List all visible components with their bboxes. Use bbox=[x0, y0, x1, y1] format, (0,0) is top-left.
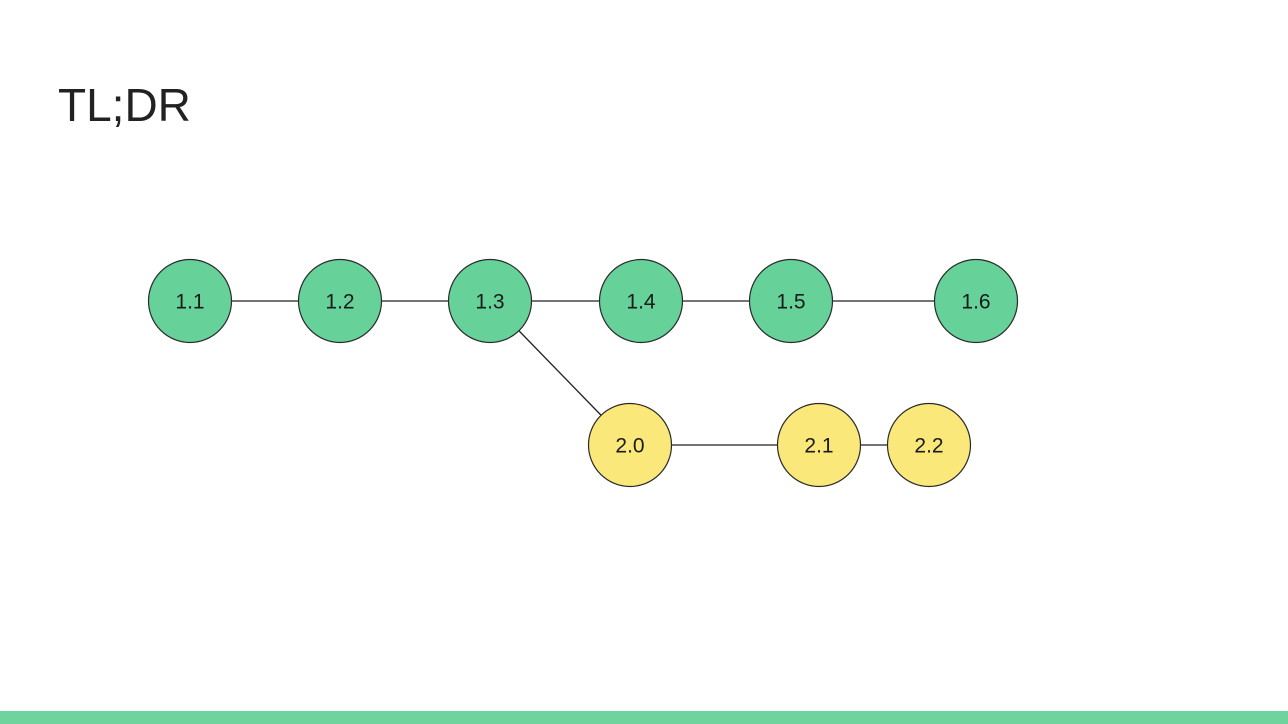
node-circle bbox=[297, 258, 383, 344]
edges-layer bbox=[231, 300, 935, 446]
node-1-5: 1.5 bbox=[748, 258, 834, 344]
node-circle bbox=[933, 258, 1019, 344]
node-label: 1.2 bbox=[325, 291, 354, 314]
node-label: 1.1 bbox=[175, 291, 204, 314]
node-circle bbox=[587, 402, 673, 488]
edge-n13-n20 bbox=[518, 330, 602, 416]
node-circle bbox=[598, 258, 684, 344]
node-2-1: 2.1 bbox=[776, 402, 862, 488]
node-label: 1.3 bbox=[475, 291, 504, 314]
node-label: 2.0 bbox=[615, 435, 644, 458]
node-circle bbox=[447, 258, 533, 344]
node-2-0: 2.0 bbox=[587, 402, 673, 488]
node-1-1: 1.1 bbox=[147, 258, 233, 344]
node-1-3: 1.3 bbox=[447, 258, 533, 344]
node-1-2: 1.2 bbox=[297, 258, 383, 344]
node-circle bbox=[147, 258, 233, 344]
node-label: 1.4 bbox=[626, 291, 656, 314]
footer-accent-bar bbox=[0, 711, 1288, 724]
nodes-layer: 1.1 1.2 1.3 1.4 1.5 1.6 2.0 2.1 2.2 bbox=[147, 258, 1019, 488]
node-label: 2.1 bbox=[804, 435, 833, 458]
node-label: 1.6 bbox=[961, 291, 990, 314]
node-2-2: 2.2 bbox=[886, 402, 972, 488]
slide-title: TL;DR bbox=[58, 79, 191, 131]
node-circle bbox=[776, 402, 862, 488]
node-label: 1.5 bbox=[776, 291, 805, 314]
node-label: 2.2 bbox=[914, 435, 943, 458]
node-1-6: 1.6 bbox=[933, 258, 1019, 344]
node-circle bbox=[748, 258, 834, 344]
node-1-4: 1.4 bbox=[598, 258, 684, 344]
node-circle bbox=[886, 402, 972, 488]
